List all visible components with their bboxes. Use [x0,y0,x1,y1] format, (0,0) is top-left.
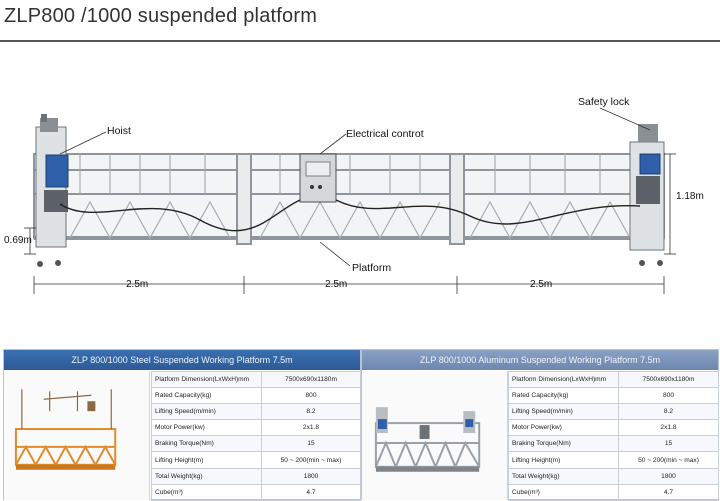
spec-label: Rated Capacity(kg) [151,387,262,405]
spec-value: 800 [261,387,361,405]
electrical-control-box [299,153,337,203]
right-hoist-assembly [629,124,665,251]
spec-label: Braking Torque(Nm) [508,435,619,453]
callout-leaders [59,107,651,267]
table-row: Motor Power(kw)2x1.8 [151,419,361,437]
table-row: Total Weight(kg)1800 [508,467,719,485]
table-row: Cube(m³)4.7 [508,483,719,501]
spec-value: 800 [618,387,719,405]
spec-value: 15 [618,435,719,453]
steel-spec-header: ZLP 800/1000 Steel Suspended Working Pla… [4,350,360,370]
table-row: Lifting Speed(m/min)8.2 [151,403,361,421]
safety-lock-label: Safety lock [578,96,630,108]
table-row: Braking Torque(Nm)15 [151,435,361,453]
steel-platform-photo [4,371,150,500]
table-row: Cube(m³)4.7 [151,483,361,501]
spec-label: Lifting Height(m) [508,451,619,469]
hoist-label: Hoist [107,125,131,137]
spec-label: Rated Capacity(kg) [508,387,619,405]
platform-diagram [24,107,676,294]
spec-label: Total Weight(kg) [151,467,262,485]
page-title: ZLP800 /1000 suspended platform [4,5,318,27]
segment-length-3: 2.5m [530,279,553,290]
aluminum-spec-panel: ZLP 800/1000 Aluminum Suspended Working … [361,349,719,501]
electrical-control-label: Electrical controt [346,128,424,140]
spec-value: 8.2 [261,403,361,421]
segment-length-1: 2.5m [126,279,149,290]
height-dimension: 1.18m [676,191,704,202]
spec-label: Platform Dimension(LxWxH)mm [508,370,619,389]
spec-value: 2x1.8 [261,419,361,437]
aluminum-platform-photo [362,371,508,500]
spec-value: 1800 [261,467,361,485]
spec-value: 1800 [618,467,719,485]
table-row: Rated Capacity(kg)800 [508,387,719,405]
width-dimension: 0.69m [4,235,32,246]
spec-value: 4.7 [618,483,719,501]
table-row: Lifting Height(m)50 ~ 200(min ~ max) [151,451,361,469]
aluminum-spec-header: ZLP 800/1000 Aluminum Suspended Working … [362,350,718,370]
spec-label: Lifting Speed(m/min) [151,403,262,421]
wheels [37,260,663,267]
spec-label: Braking Torque(Nm) [151,435,262,453]
title-divider [0,40,720,42]
spec-value: 50 ~ 200(min ~ max) [261,451,361,469]
spec-label: Platform Dimension(LxWxH)mm [151,370,262,389]
left-hoist-assembly [35,114,69,248]
truss-lattice [69,200,631,240]
spec-label: Cube(m³) [151,483,262,501]
spec-value: 2x1.8 [618,419,719,437]
steel-spec-panel: ZLP 800/1000 Steel Suspended Working Pla… [3,349,361,501]
table-row: Braking Torque(Nm)15 [508,435,719,453]
guard-rails [79,154,601,194]
spec-label: Motor Power(kw) [151,419,262,437]
spec-label: Lifting Height(m) [151,451,262,469]
spec-label: Lifting Speed(m/min) [508,403,619,421]
spec-label: Total Weight(kg) [508,467,619,485]
table-row: Lifting Height(m)50 ~ 200(min ~ max) [508,451,719,469]
control-cables [59,199,641,232]
spec-value: 50 ~ 200(min ~ max) [618,451,719,469]
table-row: Rated Capacity(kg)800 [151,387,361,405]
table-row: Lifting Speed(m/min)8.2 [508,403,719,421]
spec-value: 8.2 [618,403,719,421]
dimension-lines [24,153,676,294]
spec-value: 4.7 [261,483,361,501]
platform-label: Platform [352,262,392,274]
platform-frame [33,153,665,245]
segment-length-2: 2.5m [325,279,348,290]
spec-value: 7500x690x1180m [261,370,361,389]
spec-label: Cube(m³) [508,483,619,501]
table-row: Motor Power(kw)2x1.8 [508,419,719,437]
spec-label: Motor Power(kw) [508,419,619,437]
spec-value: 15 [261,435,361,453]
table-row: Total Weight(kg)1800 [151,467,361,485]
spec-value: 7500x690x1180m [618,370,719,389]
